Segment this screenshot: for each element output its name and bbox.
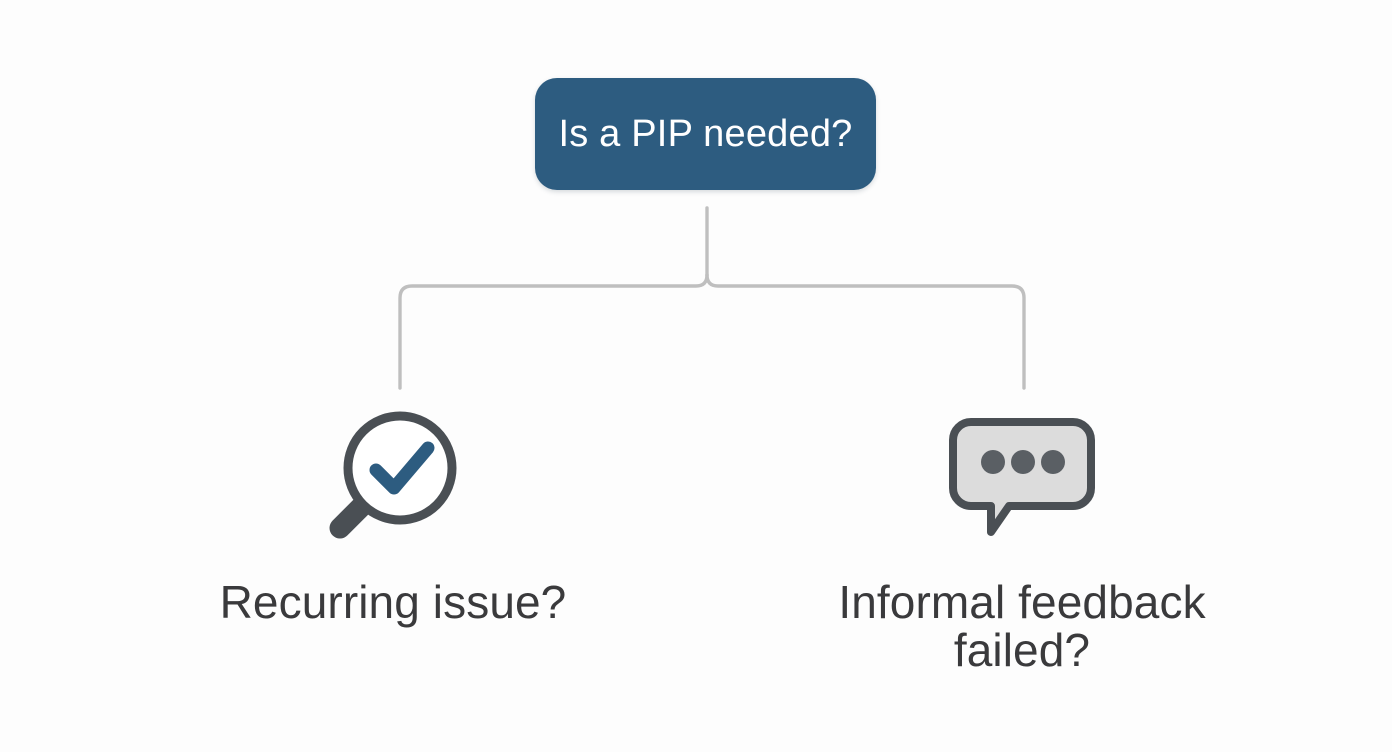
connector-right xyxy=(705,273,1026,390)
root-decision-node-label: Is a PIP needed? xyxy=(558,113,853,155)
branch-informal-feedback-label: Informal feedback failed? xyxy=(838,576,1206,677)
branch-recurring-issue[interactable]: Recurring issue? xyxy=(183,400,603,626)
speech-bubble-dots-icon xyxy=(947,400,1097,550)
magnifier-check-icon xyxy=(318,400,468,550)
branch-informal-feedback[interactable]: Informal feedback failed? xyxy=(812,400,1232,675)
connector-left xyxy=(398,273,709,390)
root-decision-node[interactable]: Is a PIP needed? xyxy=(535,78,876,190)
branch-recurring-issue-label: Recurring issue? xyxy=(219,576,567,628)
